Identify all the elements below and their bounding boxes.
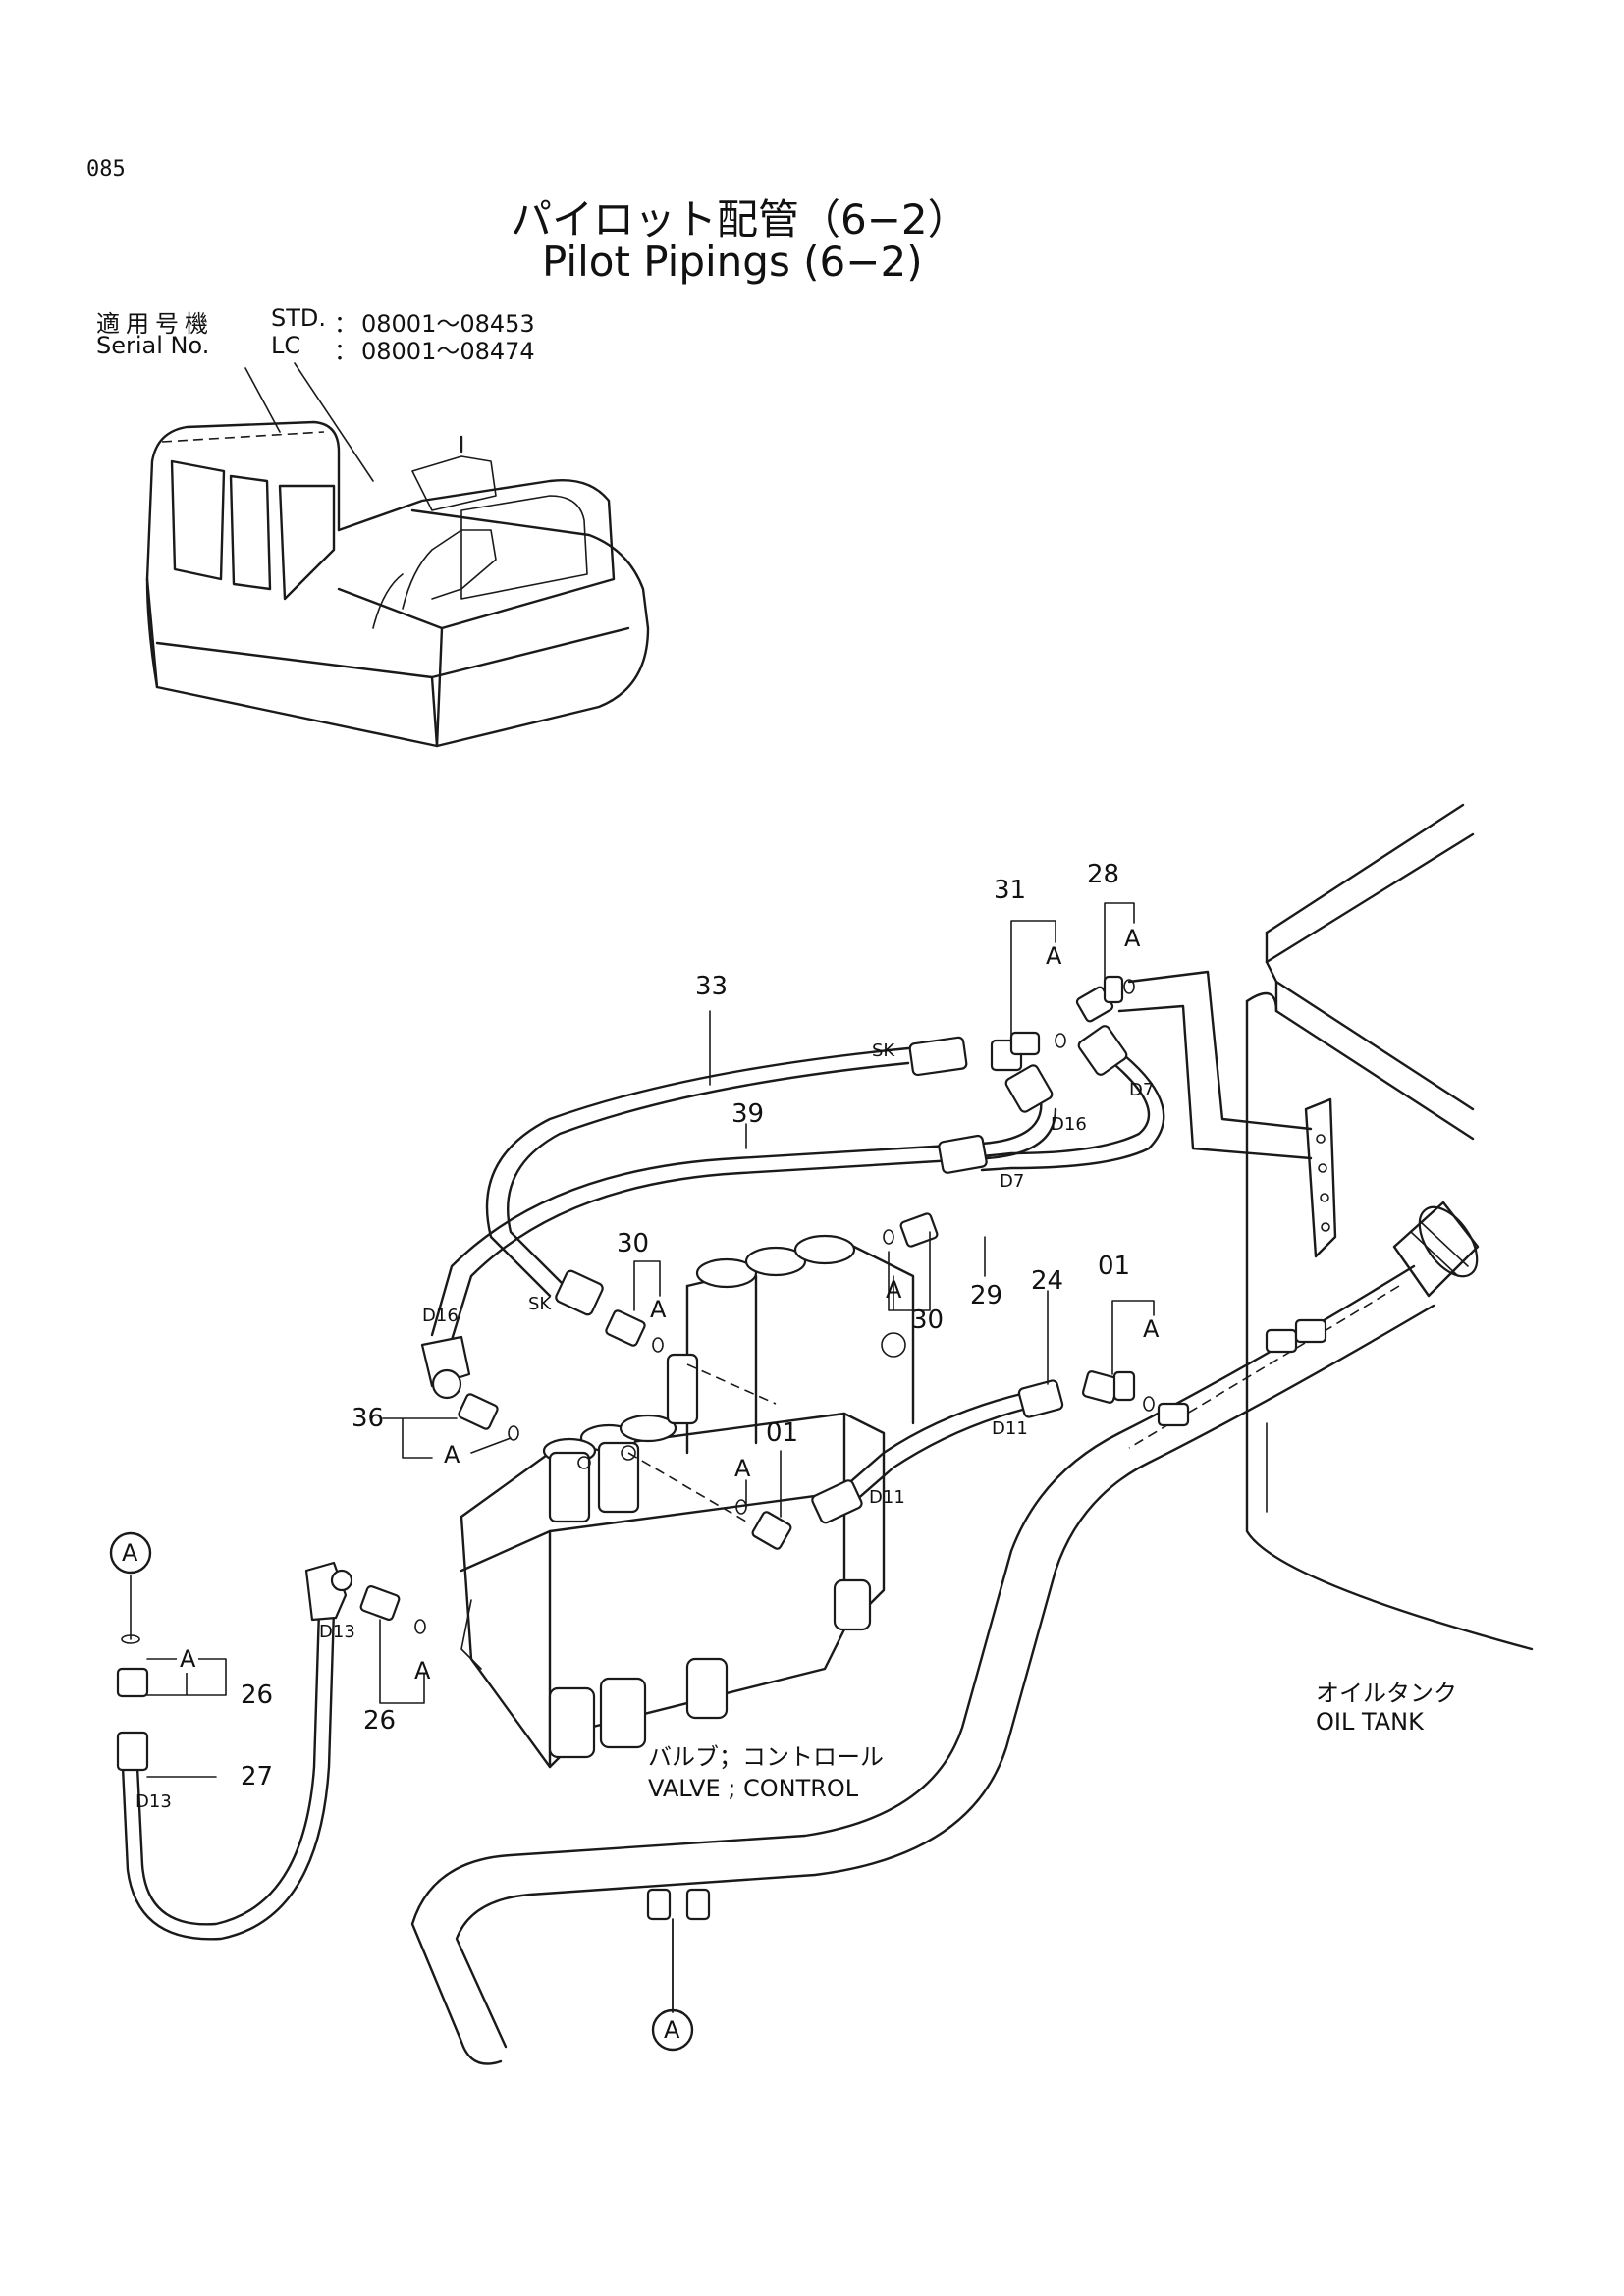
- a-marker-26-left: A: [177, 1645, 199, 1673]
- port-label-d7-middle: D7: [1000, 1171, 1025, 1192]
- fittings: [116, 975, 1155, 1698]
- hose-d7: [938, 1025, 1165, 1174]
- control-valve-body: [460, 1234, 915, 1769]
- hose-27: [116, 1561, 353, 1941]
- page-title-japanese: パイロット配管（6−2）: [511, 195, 969, 243]
- callout-30-right: 30: [911, 1306, 945, 1335]
- port-label-d13-right: D13: [319, 1622, 355, 1642]
- a-marker-30-right: A: [886, 1276, 902, 1304]
- callout-39: 39: [731, 1099, 765, 1129]
- port-label-d13-left: D13: [135, 1791, 172, 1812]
- hose-24: [811, 1379, 1064, 1524]
- page-number: 085: [86, 157, 126, 182]
- oil-tank-drawing: [1117, 803, 1534, 1651]
- page-title-english: Pilot Pipings (6−2): [542, 238, 923, 286]
- serial-sep-lc: ：: [334, 338, 357, 365]
- callout-29: 29: [970, 1281, 1003, 1310]
- valve-label-english: VALVE ; CONTROL: [648, 1775, 859, 1802]
- oil-tank-label-english: OIL TANK: [1316, 1708, 1424, 1735]
- a-marker-30-left: A: [650, 1296, 667, 1323]
- a-marker-01-right: A: [1143, 1315, 1160, 1343]
- reference-letter-top: A: [122, 1539, 138, 1567]
- callout-36: 36: [352, 1404, 385, 1433]
- serial-sep-std: ：: [334, 310, 357, 338]
- port-label-d11-right: D11: [992, 1418, 1028, 1439]
- serial-label-english: Serial No.: [96, 332, 210, 359]
- hose-33: [485, 1036, 968, 1316]
- valve-label-japanese: バルブ；コントロール: [648, 1743, 884, 1771]
- callout-31: 31: [994, 876, 1027, 905]
- port-label-d16-left: D16: [422, 1306, 459, 1326]
- callout-24: 24: [1031, 1266, 1064, 1296]
- serial-model-std: STD.: [271, 304, 327, 332]
- port-label-sk-left: SK: [528, 1294, 552, 1314]
- port-label-sk-top: SK: [872, 1041, 895, 1061]
- a-marker-36: A: [444, 1441, 460, 1468]
- serial-range-lc: 08001～08474: [361, 338, 535, 365]
- serial-range-std: 08001～08453: [361, 310, 535, 338]
- callout-28: 28: [1087, 860, 1120, 889]
- callout-33: 33: [695, 972, 729, 1001]
- serial-label-japanese: 適用号機: [96, 310, 214, 338]
- a-marker-31: A: [1046, 942, 1062, 970]
- callout-01-right: 01: [1098, 1252, 1131, 1281]
- leader-lines: [130, 902, 1155, 2013]
- callout-30-left: 30: [617, 1229, 650, 1258]
- excavator-overview: [145, 362, 650, 748]
- suction-hose: [410, 1201, 1480, 2065]
- callout-27: 27: [241, 1762, 274, 1791]
- reference-circle-top-icon: [109, 1531, 152, 1575]
- reference-letter-bottom: A: [664, 2016, 680, 2044]
- port-label-d16-top: D16: [1051, 1114, 1087, 1135]
- port-label-d7-right: D7: [1129, 1080, 1155, 1100]
- oil-tank-label-japanese: オイルタンク: [1316, 1680, 1457, 1707]
- a-marker-01-middle: A: [734, 1455, 751, 1482]
- callout-26-left: 26: [241, 1681, 274, 1710]
- port-label-d11-left: D11: [869, 1487, 905, 1508]
- callout-26-right: 26: [363, 1706, 397, 1735]
- callout-01-middle: 01: [766, 1418, 799, 1448]
- serial-model-lc: LC: [271, 332, 301, 359]
- a-marker-26-right: A: [414, 1657, 431, 1684]
- hose-39: [420, 1064, 1057, 1400]
- reference-circle-bottom-icon: [651, 2008, 694, 2052]
- a-marker-28: A: [1124, 925, 1141, 952]
